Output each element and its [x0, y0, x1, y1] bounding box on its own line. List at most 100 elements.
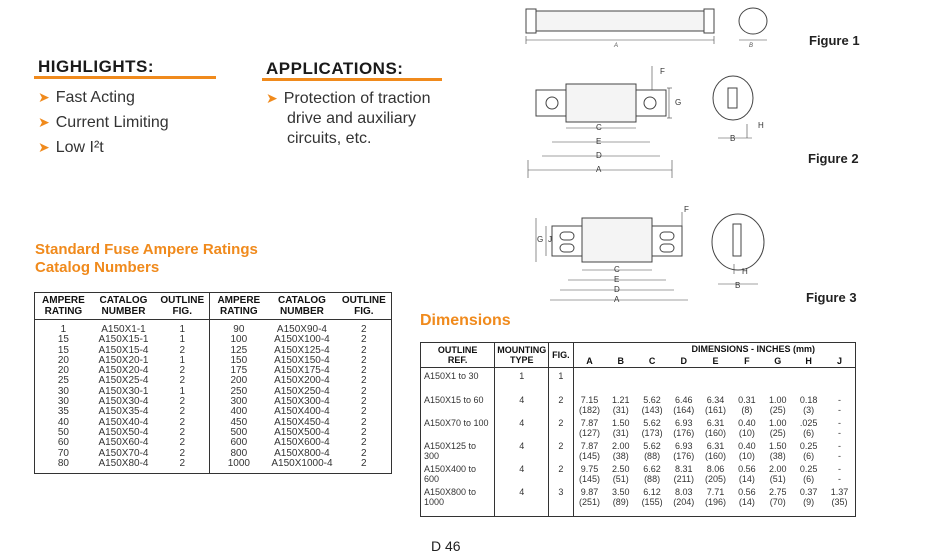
arrow-icon: ➤: [38, 114, 50, 130]
col-dim-j: J: [837, 356, 843, 366]
table-cell: 4: [494, 438, 550, 462]
list-item: circuits, etc.: [287, 130, 372, 147]
table-cell: A150X250-4: [274, 385, 330, 397]
table-cell: 6.31(160): [705, 440, 727, 462]
table-cell: --: [838, 440, 842, 462]
table-cell: 175: [230, 365, 248, 377]
table-cell: 25: [57, 375, 69, 387]
table-cell: A150X50-4: [98, 426, 149, 438]
table-cell: A150X1000-4: [271, 457, 333, 469]
table-cell: 0.40(10): [738, 440, 756, 462]
figure-1-drawing: A B: [525, 7, 768, 49]
ratings-table: AMPERE RATING CATALOG NUMBER OUTLINE FIG…: [34, 292, 392, 475]
table-cell: 1: [155, 386, 211, 398]
table-cell: 4: [494, 484, 550, 516]
table-cell: A150X200-4: [274, 375, 330, 387]
table-cell: 60: [57, 437, 69, 449]
table-cell: A150X15-1: [98, 334, 149, 346]
table-cell: 1.00(25): [768, 417, 787, 439]
table-cell: 6.93(176): [673, 440, 695, 462]
table-cell: 2: [548, 381, 574, 416]
col-dim-g: G: [774, 356, 782, 366]
table-cell: 125: [230, 344, 248, 356]
page-number: D 46: [431, 538, 461, 554]
dimensions-title: Dimensions: [420, 312, 511, 329]
table-cell: A150X20-4: [98, 365, 149, 377]
table-cell: 800: [230, 447, 248, 459]
list-item: ➤Fast Acting: [38, 89, 135, 106]
table-cell: .025(6): [799, 417, 818, 439]
table-cell: 2.75(70): [768, 486, 787, 508]
table-cell: 70: [57, 447, 69, 459]
table-cell: 2: [155, 437, 211, 449]
svg-text:E: E: [614, 275, 619, 284]
table-cell: A150X30-1: [98, 385, 149, 397]
table-cell: 2: [361, 406, 367, 418]
svg-text:G: G: [537, 235, 543, 244]
table-cell: A150X80-4: [98, 457, 149, 469]
svg-text:C: C: [614, 265, 620, 274]
table-cell: 5.62(173): [641, 417, 663, 439]
table-header-row: AMPERE RATING CATALOG NUMBER OUTLINE FIG…: [34, 292, 392, 320]
svg-text:A: A: [614, 295, 620, 304]
col-dim-c: C: [648, 356, 656, 366]
svg-text:F: F: [684, 205, 689, 214]
highlights-rule: [34, 76, 216, 79]
col-ampere-rating: AMPERE RATING: [34, 292, 92, 320]
table-cell: 2: [155, 417, 211, 428]
table-cell: A150X40-4: [98, 416, 149, 428]
table-cell: 4: [494, 461, 550, 485]
table-cell: A150X1 to 30: [420, 367, 496, 382]
applications-title: APPLICATIONS:: [266, 59, 404, 78]
svg-text:H: H: [742, 267, 748, 276]
svg-text:C: C: [596, 123, 602, 132]
table-cell: 2.50(51): [612, 463, 630, 485]
table-cell: 50: [57, 426, 69, 438]
table-cell: [605, 368, 636, 382]
col-catalog-number: CATALOG NUMBER: [267, 292, 337, 320]
figure-1-label: Figure 1: [809, 33, 860, 48]
table-cell: 2: [361, 437, 367, 449]
table-cell: 2: [155, 376, 211, 387]
highlights-title: HIGHLIGHTS:: [38, 57, 154, 76]
table-cell: 6.62(88): [643, 463, 661, 485]
table-cell: 35: [57, 406, 69, 418]
table-cell: 2: [361, 416, 367, 428]
figure-2-label: Figure 2: [808, 151, 859, 166]
table-cell: 0.37(9): [799, 486, 818, 508]
table-cell: 200: [230, 375, 248, 387]
table-cell: [824, 368, 855, 382]
table-cell: A150X30-4: [98, 396, 149, 408]
svg-text:D: D: [614, 285, 620, 294]
svg-text:E: E: [596, 137, 601, 146]
arrow-icon: ➤: [266, 90, 278, 106]
table-cell: 400: [230, 406, 248, 418]
table-cell: 1000: [227, 457, 250, 469]
col-outline-fig: OUTLINE FIG.: [336, 292, 392, 320]
table-cell: 2: [361, 396, 367, 408]
table-cell: 9.75(145): [578, 463, 600, 485]
table-cell: 6.12(155): [641, 486, 663, 508]
table-cell: 600: [230, 437, 248, 449]
table-cell: A150X15-4: [98, 344, 149, 356]
table-cell: 3: [548, 484, 574, 516]
list-item: ➤Current Limiting: [38, 114, 169, 131]
col-dim-e: E: [712, 356, 719, 366]
table-cell: 0.40(10): [738, 417, 756, 439]
table-cell: 8.31(211): [673, 463, 694, 485]
col-dim-d: D: [680, 356, 688, 366]
table-cell: 2.00(38): [612, 440, 630, 462]
table-cell: 80: [57, 457, 69, 469]
table-cell: A150X400-4: [274, 406, 330, 418]
table-cell: 1: [155, 334, 211, 346]
table-cell: [636, 368, 668, 382]
svg-text:J: J: [548, 235, 552, 244]
table-cell: 15: [57, 344, 69, 356]
